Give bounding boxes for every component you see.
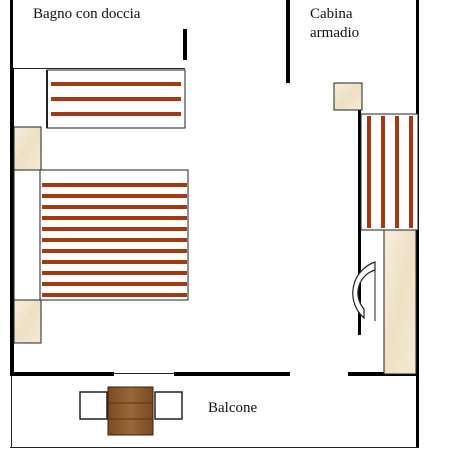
bed-slat bbox=[42, 249, 187, 253]
bed-slat bbox=[42, 238, 187, 242]
room-label-bathroom: Bagno con doccia bbox=[33, 6, 141, 22]
wall-closet-left bbox=[286, 0, 290, 83]
balcony-chair-left bbox=[79, 391, 108, 420]
bed-slat bbox=[42, 194, 187, 198]
nightstand-closet bbox=[333, 82, 363, 111]
room-label-closet-line2: armadio bbox=[310, 25, 360, 41]
wardrobe-slat bbox=[409, 116, 413, 228]
wall-bottom-mid bbox=[174, 372, 290, 376]
balcony-table bbox=[107, 386, 154, 436]
wall-left-upper bbox=[10, 0, 13, 68]
bed-slat bbox=[42, 216, 187, 220]
bed-slat bbox=[42, 260, 187, 264]
wardrobe-slats bbox=[367, 116, 413, 228]
door-swing-icon bbox=[352, 261, 376, 320]
wall-right-inner bbox=[358, 110, 361, 335]
double-bed-frame bbox=[13, 169, 189, 301]
wardrobe bbox=[360, 113, 419, 231]
bed-slat bbox=[51, 82, 181, 86]
nightstand-bottom-left bbox=[13, 299, 42, 344]
table-planks bbox=[108, 402, 153, 420]
bed-slat bbox=[51, 97, 181, 101]
bed-slat bbox=[42, 282, 187, 286]
balcony-set bbox=[79, 386, 183, 436]
wall-bottom-left bbox=[10, 372, 114, 376]
room-label-closet: Cabina armadio bbox=[310, 5, 359, 43]
balcony-chair-right bbox=[154, 391, 183, 420]
bed-slat bbox=[42, 271, 187, 275]
wardrobe-slat bbox=[367, 116, 371, 228]
wardrobe-slat bbox=[395, 116, 399, 228]
room-label-balcony: Balcone bbox=[208, 400, 258, 416]
bed-slat bbox=[42, 205, 187, 209]
single-bed-slats bbox=[51, 82, 181, 116]
partition-lines bbox=[10, 68, 418, 448]
room-label-closet-line1: Cabina bbox=[310, 6, 353, 22]
bed-slat bbox=[51, 112, 181, 116]
wall-bottom-right bbox=[348, 372, 418, 376]
wall-bath-right-stub bbox=[183, 29, 187, 60]
closet-shelf bbox=[383, 229, 417, 375]
bed-slat bbox=[42, 293, 187, 297]
bed-slat bbox=[42, 227, 187, 231]
double-bed bbox=[13, 169, 189, 301]
bed-slat bbox=[42, 183, 187, 187]
single-bed bbox=[46, 69, 186, 129]
nightstand-top-left bbox=[13, 126, 42, 171]
wall-left bbox=[10, 68, 14, 376]
wardrobe-slat bbox=[381, 116, 385, 228]
double-bed-slats bbox=[42, 183, 187, 297]
